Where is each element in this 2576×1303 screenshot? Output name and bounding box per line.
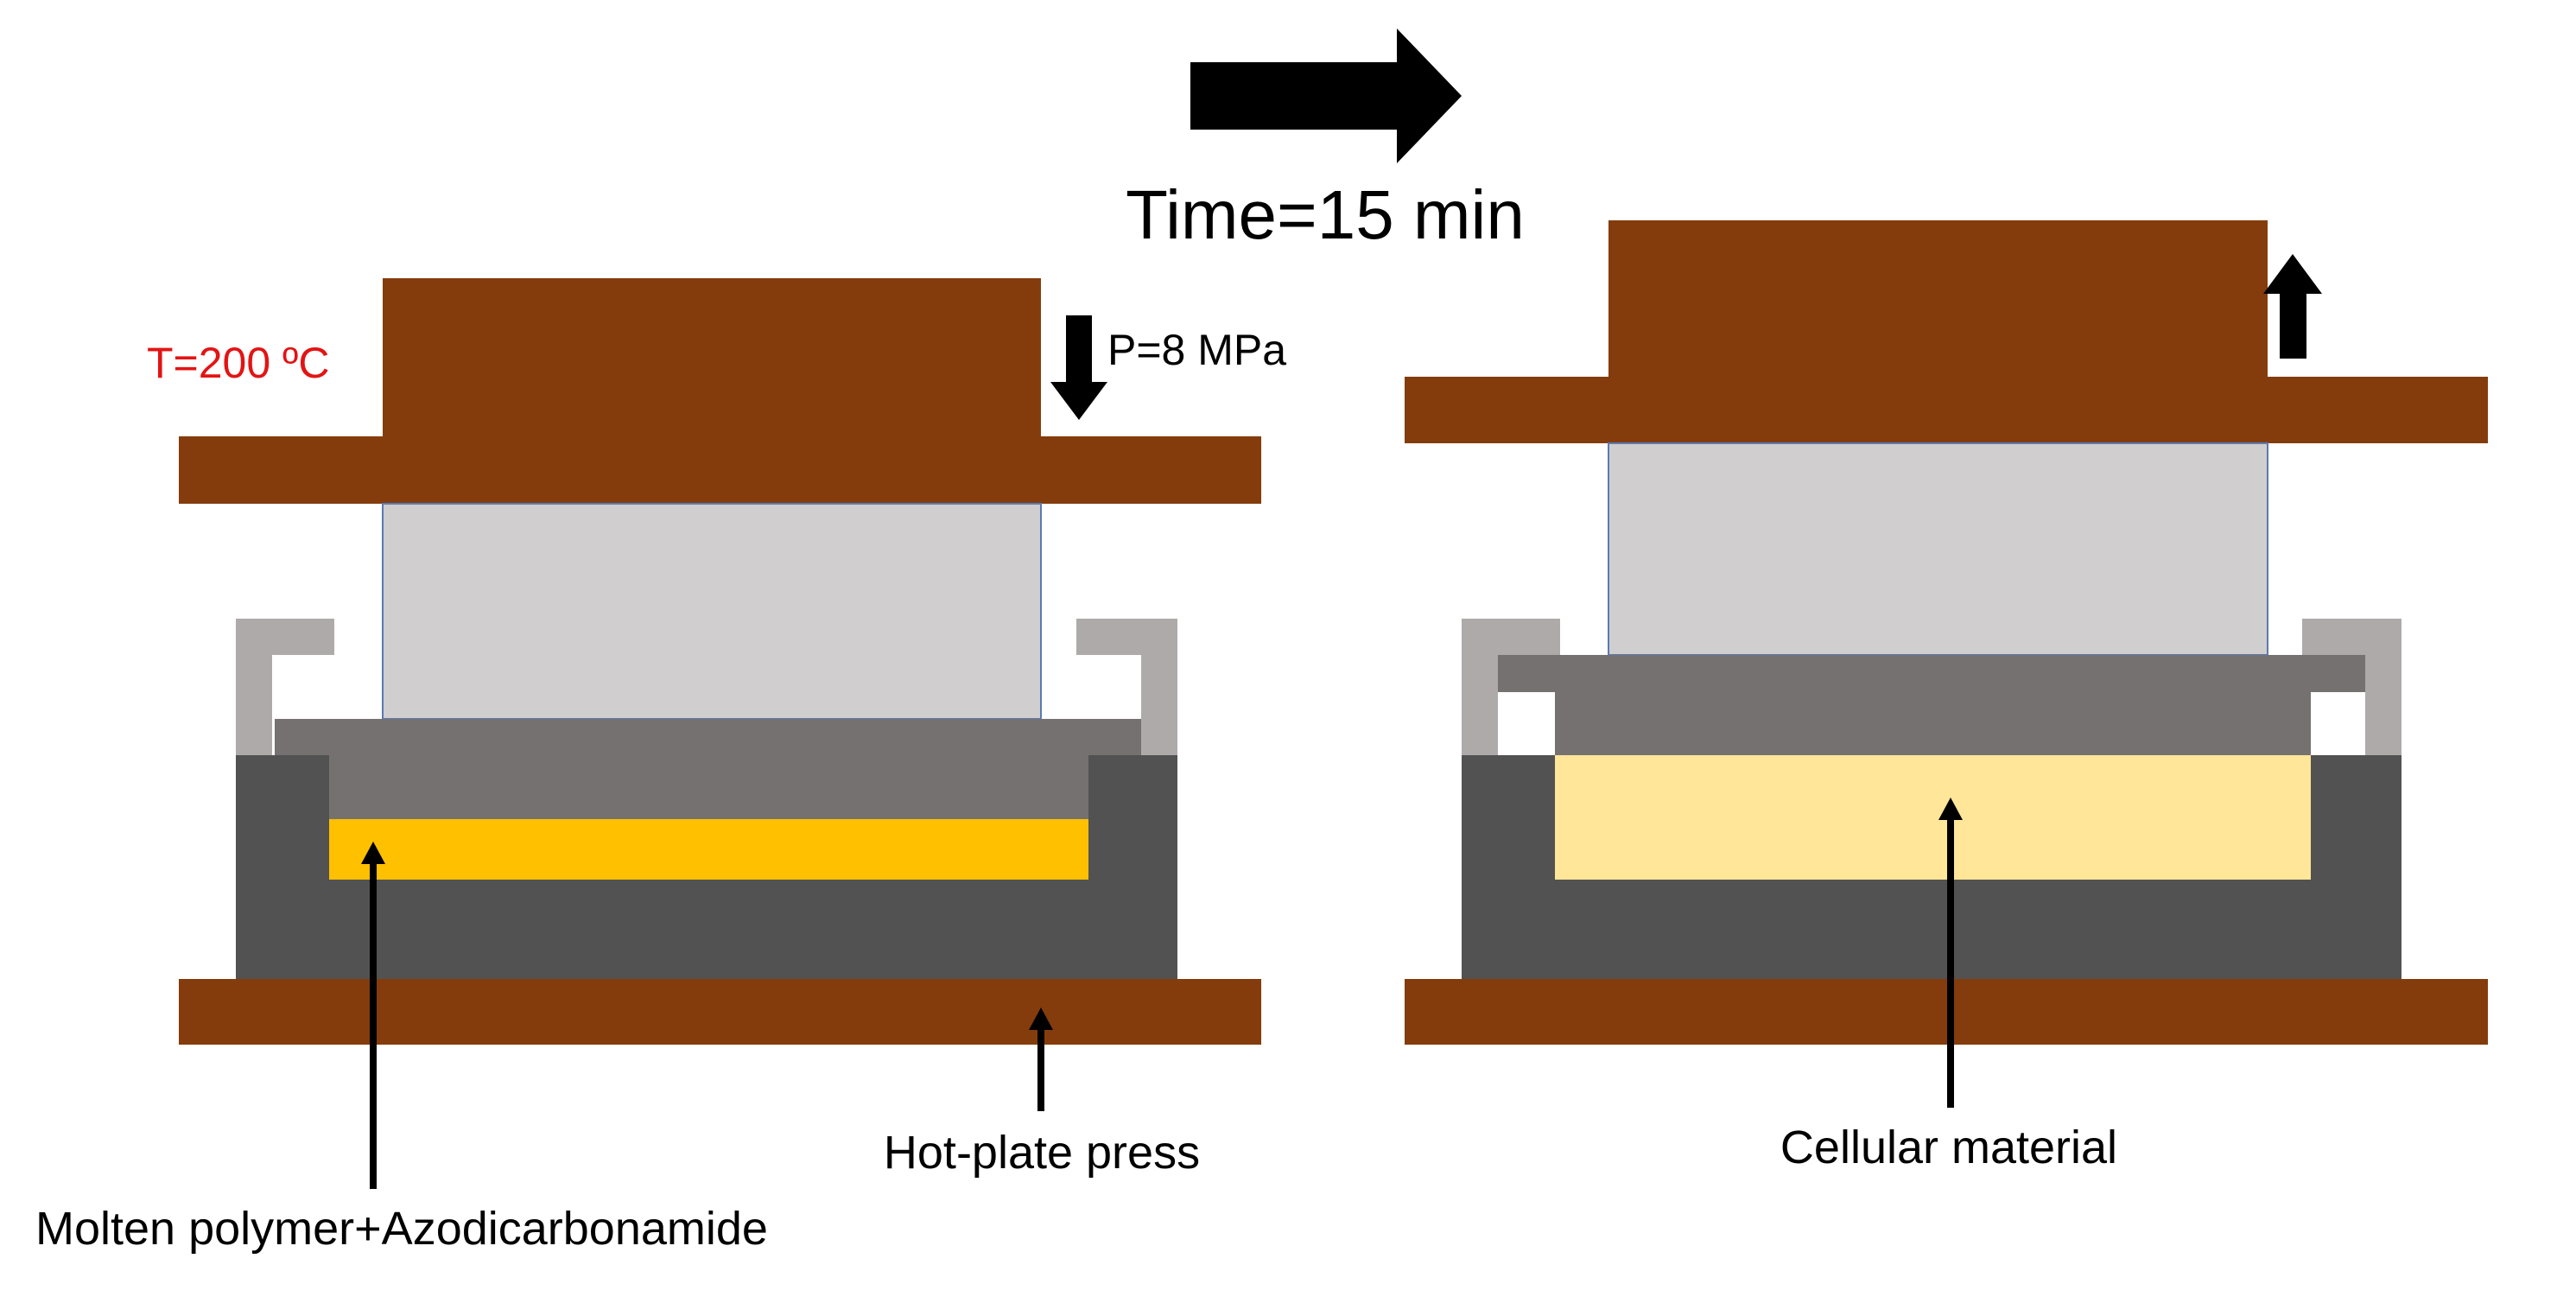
left-clamp-right <box>1076 619 1177 755</box>
time-label: Time=15 min <box>1126 176 1525 253</box>
left-stage: T=200 ºC P=8 MPa Hot-plate press Molten … <box>35 278 1286 1255</box>
molten-polymer-layer <box>329 819 1088 880</box>
down-arrow-icon <box>1050 315 1107 420</box>
cellular-material-layer <box>1555 755 2311 880</box>
left-clamp-left <box>236 619 334 755</box>
up-arrow-icon <box>2263 254 2322 359</box>
temperature-label: T=200 ºC <box>147 339 329 387</box>
right-upper-hot-plate <box>1405 220 2488 443</box>
left-mold-lid <box>275 719 1141 819</box>
right-arrow-icon <box>1190 29 1462 163</box>
right-clamp-left <box>1462 619 1560 755</box>
press-label: Hot-plate press <box>884 1127 1200 1179</box>
material-pointer-head <box>1938 798 1963 820</box>
right-mold-lid <box>1498 655 2365 755</box>
left-piston <box>382 503 1042 720</box>
polymer-label: Molten polymer+Azodicarbonamide <box>35 1203 768 1255</box>
right-clamp-right <box>2302 619 2402 755</box>
right-mold-body <box>1462 755 2402 979</box>
material-label: Cellular material <box>1780 1122 2117 1173</box>
left-upper-hot-plate <box>179 278 1261 504</box>
pressure-label: P=8 MPa <box>1107 326 1286 374</box>
right-lower-hot-plate <box>1405 979 2488 1045</box>
polymer-pointer-head <box>361 842 385 864</box>
left-lower-hot-plate <box>179 979 1261 1045</box>
left-mold-body <box>236 755 1177 979</box>
right-stage: Cellular material <box>1405 220 2488 1173</box>
right-piston <box>1608 442 2268 656</box>
press-pointer-head <box>1029 1007 1053 1030</box>
